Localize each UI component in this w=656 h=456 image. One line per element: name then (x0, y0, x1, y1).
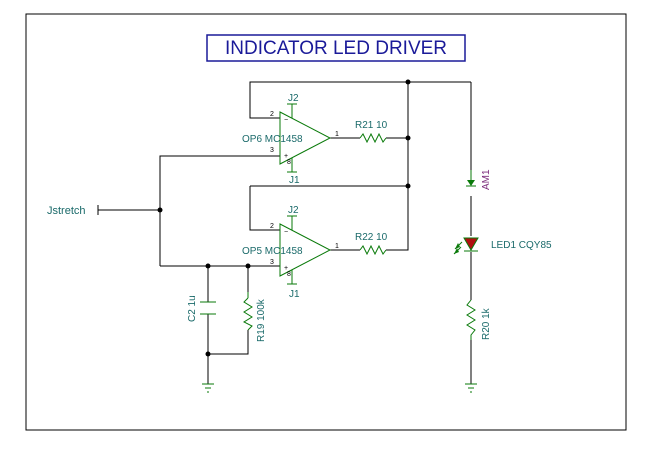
title-block: INDICATOR LED DRIVER (206, 34, 466, 62)
pin-label: 3 (270, 147, 274, 154)
junctions (157, 79, 411, 357)
junction-dot (245, 263, 251, 269)
plus-sign: + (284, 265, 288, 272)
ground-right (465, 383, 477, 393)
junction-dot (205, 351, 211, 357)
title-frame (206, 34, 466, 62)
resistor-r20[interactable]: R20 1k (466, 299, 492, 340)
resistor-zigzag (359, 132, 387, 144)
capacitor-label: C2 1u (187, 295, 198, 322)
opamp-triangle (279, 111, 332, 165)
resistor-label: R21 10 (355, 120, 388, 131)
pin-label: 2 (270, 111, 274, 118)
pin-label: 8 (287, 159, 291, 166)
wires (97, 81, 472, 384)
opamp-triangle (279, 223, 332, 277)
ammeter-label: AM1 (481, 169, 492, 190)
capacitor-c2[interactable]: C2 1u (187, 295, 216, 322)
resistor-label: R19 100k (256, 298, 267, 342)
resistor-label: R20 1k (481, 307, 492, 340)
junction-dot (157, 207, 163, 213)
resistor-r21[interactable]: R21 10 (355, 120, 388, 144)
ground-left (202, 383, 214, 393)
opamp-label: OP5 MC1458 (242, 246, 303, 257)
supply-label-j1: J1 (289, 175, 300, 186)
supply-label-j1: J1 (289, 289, 300, 300)
led-arrowhead (455, 243, 460, 249)
schematic-title: INDICATOR LED DRIVER (225, 38, 447, 59)
opamp-op6[interactable]: 2 3 1 − + 8 J2 J1 OP6 MC1458 (242, 93, 339, 186)
wire-op6-feedback (249, 81, 471, 119)
minus-sign: − (284, 117, 288, 124)
resistor-label: R22 10 (355, 232, 388, 243)
led-diode-icon (463, 237, 479, 251)
minus-sign: − (284, 229, 288, 236)
wire-r22-right (386, 186, 409, 251)
pin-label: 1 (335, 243, 339, 250)
wire-op6-plus (159, 155, 280, 266)
opamp-label: OP6 MC1458 (242, 134, 303, 145)
pin-label: 8 (287, 271, 291, 278)
resistor-r22[interactable]: R22 10 (355, 232, 388, 256)
led-arrowhead (454, 248, 459, 254)
wire-op5-feedback (249, 186, 280, 231)
pin-label: 2 (270, 223, 274, 230)
opamp-op5[interactable]: 2 3 1 − + 8 J2 J1 OP5 MC1458 (242, 205, 339, 300)
resistor-r19[interactable]: R19 100k (242, 292, 267, 342)
pin-label: 1 (335, 131, 339, 138)
resistor-zigzag (359, 244, 387, 256)
ammeter-am1[interactable]: AM1 (466, 169, 492, 190)
resistor-zigzag (466, 299, 476, 340)
wire-r19-bottom (208, 330, 249, 355)
led-led1[interactable]: LED1 CQY85 (453, 237, 552, 255)
junction-dot (405, 183, 411, 189)
supply-label-j2: J2 (288, 93, 299, 104)
sheet-border (25, 13, 627, 431)
supply-label-j2: J2 (288, 205, 299, 216)
resistor-zigzag (242, 297, 253, 331)
junction-dot (205, 263, 211, 269)
ammeter-arrow-icon (467, 180, 475, 186)
junction-dot (405, 79, 411, 85)
input-label: Jstretch (47, 205, 86, 217)
junction-dot (405, 135, 411, 141)
plus-sign: + (284, 153, 288, 160)
pin-label: 3 (270, 259, 274, 266)
led-label: LED1 CQY85 (491, 240, 552, 251)
